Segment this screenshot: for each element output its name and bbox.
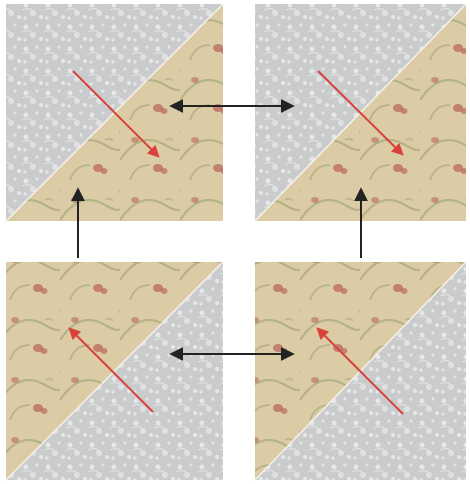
quilt-block-top-left [6, 4, 223, 221]
quilt-block-bottom-right [255, 262, 466, 480]
quilt-block-top-right [255, 4, 466, 221]
quilt-block-bottom-left [6, 262, 223, 480]
